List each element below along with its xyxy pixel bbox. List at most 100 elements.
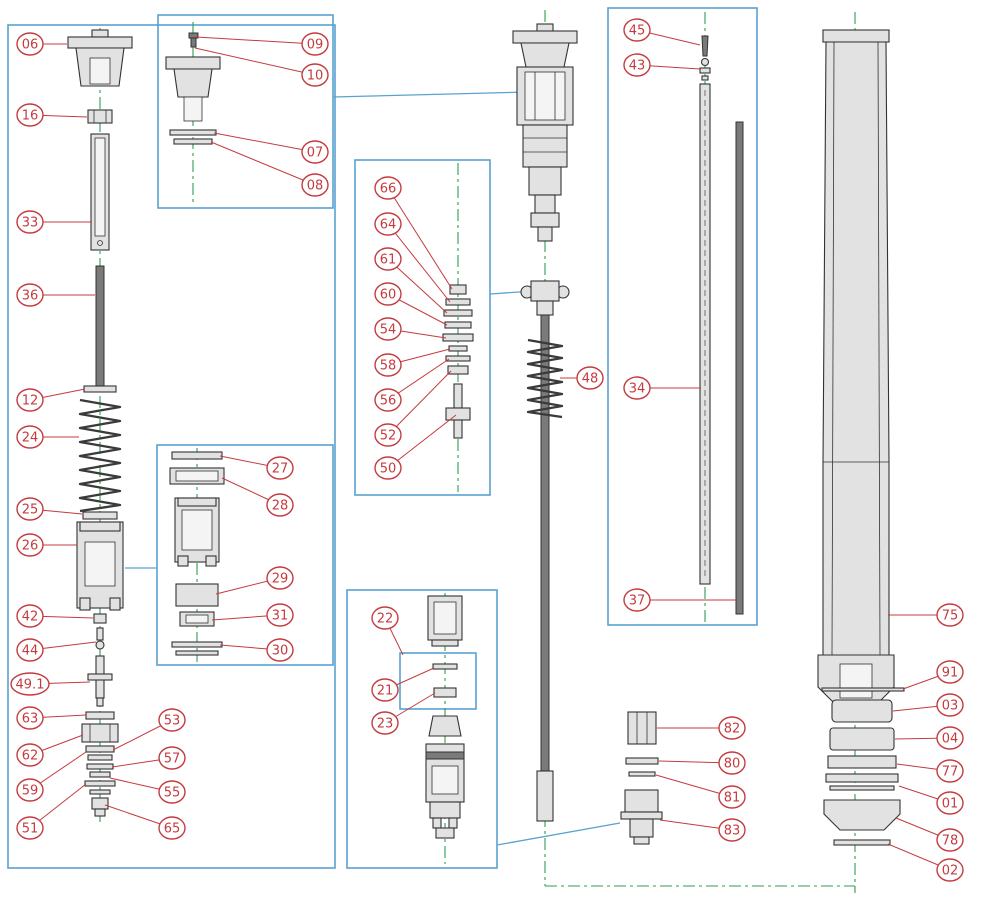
callout-leader-line <box>387 414 457 469</box>
callout-bubble <box>158 816 186 840</box>
callout-33: 33 <box>16 210 92 234</box>
cartridge-assembly-complete <box>512 23 578 822</box>
callout-bubble <box>16 32 44 56</box>
callout-bubble <box>16 283 44 307</box>
callout-81: 81 <box>655 774 746 809</box>
callout-bubble <box>374 388 402 412</box>
callout-24: 24 <box>16 425 79 449</box>
callout-08: 08 <box>210 141 329 197</box>
callout-leader-line <box>213 132 316 153</box>
callout-bubble <box>623 376 651 400</box>
part-outer-tube <box>817 29 895 702</box>
callout-12: 12 <box>16 388 86 412</box>
callout-bubble <box>10 672 50 696</box>
callout-label: 81 <box>724 791 741 806</box>
callout-leader-line <box>387 258 448 314</box>
part-adjuster-rod <box>87 655 113 707</box>
callout-label: 62 <box>22 749 39 764</box>
callout-label: 44 <box>22 644 39 659</box>
callout-label: 21 <box>377 684 394 699</box>
callout-49.1: 49.1 <box>10 672 91 696</box>
callout-23: 23 <box>371 692 436 735</box>
callout-label: 28 <box>272 499 289 514</box>
part-adjuster-rod-34 <box>699 83 711 585</box>
callout-bubble <box>371 678 399 702</box>
group-box-base-valve <box>346 589 498 869</box>
part-shim-54 <box>442 333 474 342</box>
part-cartridge-body <box>76 521 124 611</box>
callout-25: 25 <box>16 497 83 521</box>
part-washer-91 <box>821 687 905 692</box>
part-washer-80 <box>625 757 659 765</box>
part-valve-cylinder <box>427 595 463 647</box>
part-bolt-65 <box>91 797 109 817</box>
callout-30: 30 <box>219 638 294 662</box>
callout-bubble <box>16 388 44 412</box>
callout-label: 43 <box>629 59 646 74</box>
callout-label: 45 <box>629 24 646 39</box>
callout-label: 51 <box>22 822 39 837</box>
part-base-piston <box>425 743 465 839</box>
part-assembled-cap <box>512 23 578 68</box>
callout-63: 63 <box>16 706 87 730</box>
callout-bubble <box>576 366 604 390</box>
callout-42: 42 <box>16 604 94 628</box>
callout-label: 48 <box>582 372 599 387</box>
part-long-rod <box>536 314 554 822</box>
callout-label: 07 <box>307 146 324 161</box>
callout-52: 52 <box>374 370 452 447</box>
shim-stack-assembly <box>442 284 474 439</box>
callout-bubble <box>374 247 402 271</box>
callout-bubble <box>374 176 402 200</box>
callout-bubble <box>623 53 651 77</box>
callout-bubble <box>936 693 964 717</box>
part-top-cap <box>67 29 133 87</box>
callout-label: 25 <box>22 503 39 518</box>
callout-09: 09 <box>195 32 329 56</box>
callout-82: 82 <box>657 716 746 740</box>
callout-03: 03 <box>892 693 964 717</box>
callout-leader-line <box>387 187 453 290</box>
callout-65: 65 <box>104 804 186 840</box>
callout-bubble <box>374 212 402 236</box>
callout-bubble <box>374 317 402 341</box>
group-boxes <box>7 7 758 869</box>
callout-43: 43 <box>623 53 701 77</box>
callout-label: 59 <box>22 784 39 799</box>
callout-66: 66 <box>374 176 453 290</box>
callout-label: 57 <box>164 752 181 767</box>
callout-bubble <box>718 751 746 775</box>
callout-label: 16 <box>22 109 39 124</box>
part-bleed-screw <box>188 32 199 48</box>
part-cylinder-82 <box>627 711 657 745</box>
callout-bubble <box>718 818 746 842</box>
callout-bubble <box>374 282 402 306</box>
part-oil-seal-04 <box>829 727 895 751</box>
callout-54: 54 <box>374 317 447 341</box>
callout-29: 29 <box>215 566 294 595</box>
callout-label: 75 <box>942 609 959 624</box>
callout-label: 23 <box>377 717 394 732</box>
part-ring-28 <box>169 467 225 485</box>
callout-label: 42 <box>22 610 39 625</box>
callout-label: 10 <box>307 69 324 84</box>
callout-bubble <box>16 497 44 521</box>
part-cap-body <box>165 56 221 122</box>
part-foam-ring-03 <box>831 699 893 723</box>
callout-label: 52 <box>380 429 397 444</box>
callout-02: 02 <box>887 843 964 882</box>
callout-bubble <box>623 588 651 612</box>
group-box-shim-stack <box>354 159 491 496</box>
callout-label: 34 <box>629 382 646 397</box>
callout-55: 55 <box>109 777 186 804</box>
callout-91: 91 <box>902 660 964 690</box>
callout-bubble <box>936 603 964 627</box>
part-shim-56 <box>445 355 471 362</box>
callout-28: 28 <box>221 477 294 517</box>
part-shim-61 <box>443 309 473 317</box>
callout-bubble <box>16 706 44 730</box>
callout-bubble <box>158 780 186 804</box>
callout-58: 58 <box>374 348 451 377</box>
callout-label: 03 <box>942 699 959 714</box>
